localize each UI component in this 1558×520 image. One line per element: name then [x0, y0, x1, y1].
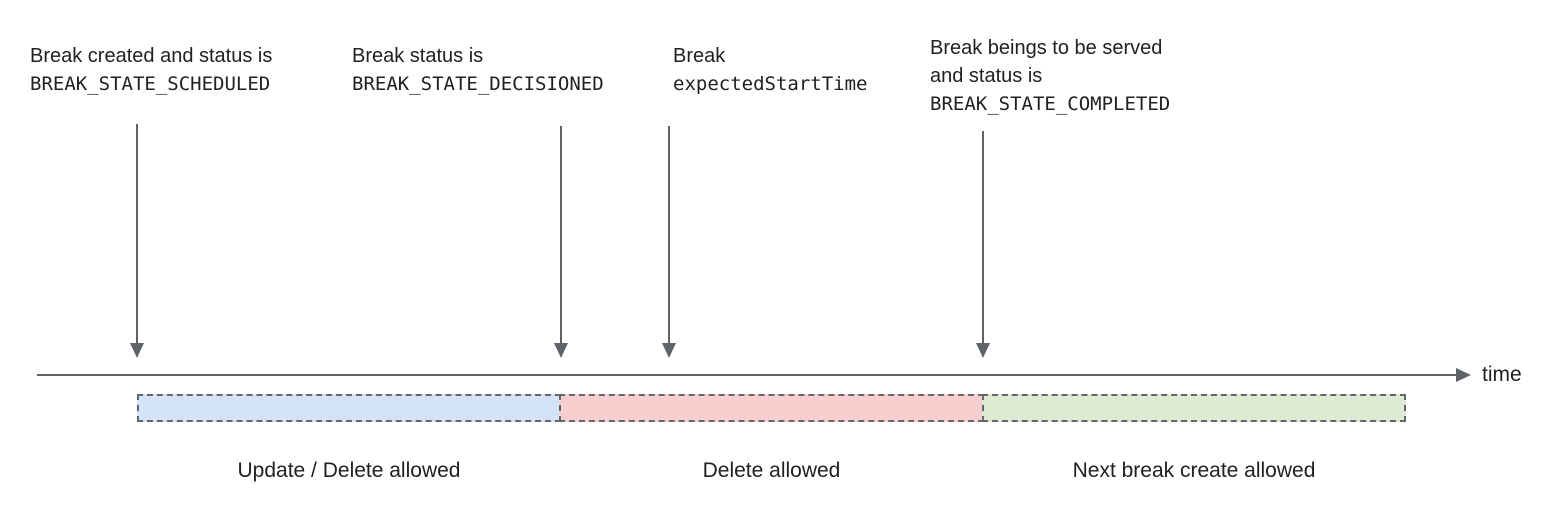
annotation-text: Break beings to be served — [930, 37, 1163, 59]
annotation-code: BREAK_STATE_SCHEDULED — [30, 73, 271, 95]
down-arrow-icon — [130, 124, 144, 358]
annotation-break-decisioned: Break status is BREAK_STATE_DECISIONED — [352, 42, 604, 98]
annotation-text: Break created and status is — [30, 45, 273, 67]
segment-label: Delete allowed — [702, 459, 841, 482]
down-arrow-icon — [662, 126, 676, 358]
segment-label: Next break create allowed — [1072, 459, 1316, 482]
down-arrow-icon — [554, 126, 568, 358]
annotation-expected-start-time: Break expectedStartTime — [673, 42, 867, 98]
annotation-break-created: Break created and status is BREAK_STATE_… — [30, 42, 272, 98]
annotation-code: BREAK_STATE_DECISIONED — [352, 73, 604, 95]
right-arrow-icon — [1456, 368, 1471, 382]
segment-next-break-create-allowed — [982, 394, 1406, 422]
down-arrow-icon — [976, 131, 990, 358]
segment-update-delete-allowed — [137, 394, 561, 422]
annotation-code: BREAK_STATE_COMPLETED — [930, 93, 1171, 115]
annotation-code: expectedStartTime — [673, 73, 868, 95]
segment-label: Update / Delete allowed — [237, 459, 461, 482]
annotation-text: Break — [673, 45, 726, 67]
segment-delete-allowed — [559, 394, 984, 422]
annotation-break-completed: Break beings to be served and status is … — [930, 34, 1170, 118]
annotation-text: and status is — [930, 65, 1043, 87]
time-axis-label: time — [1482, 363, 1522, 386]
time-axis-line — [37, 374, 1456, 376]
annotation-text: Break status is — [352, 45, 484, 67]
